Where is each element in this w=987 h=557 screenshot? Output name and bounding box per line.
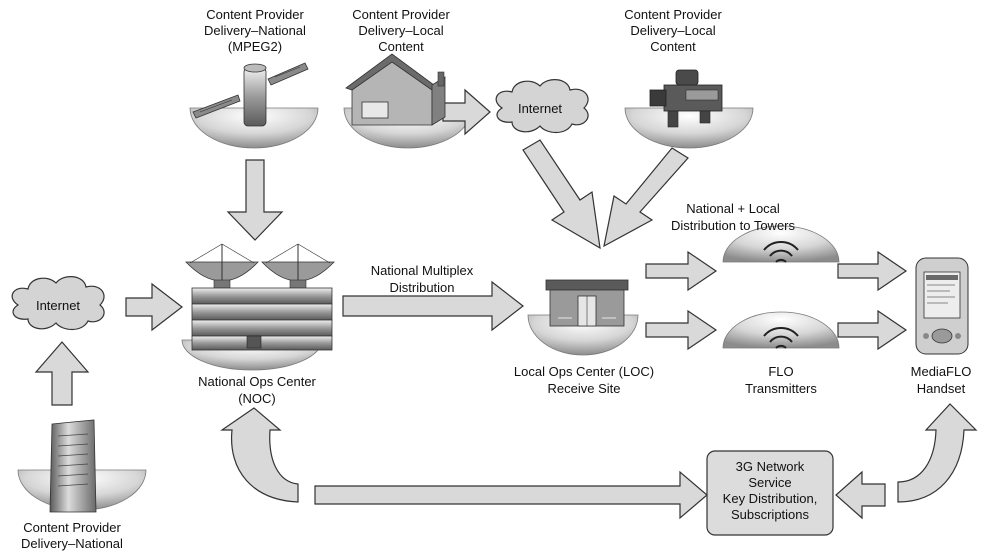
arrow-internet-to-loc — [522, 139, 601, 250]
arrow-internet-left-to-noc — [125, 282, 183, 332]
internet-cloud-left-label: Internet — [36, 298, 80, 313]
wireless-signal-icon — [763, 240, 799, 263]
label-noc: National Ops Center (NOC) — [198, 374, 316, 406]
arrow-noc-to-network — [314, 470, 708, 520]
network-box-line-4: Subscriptions — [731, 507, 810, 522]
label-loc: Local Ops Center (LOC) Receive Site — [514, 364, 654, 396]
label-cp-local-house: Content Provider Delivery–Local Content — [352, 7, 450, 54]
internet-cloud-top: Internet — [495, 79, 589, 134]
label-flo: FLO Transmitters — [745, 364, 817, 396]
label-loc-line-2: Receive Site — [548, 381, 621, 396]
label-cp-local-camera-line-1: Content Provider — [624, 7, 722, 22]
satellite-dish-icon — [185, 243, 335, 289]
network-box-line-1: 3G Network — [736, 459, 805, 474]
network-box-line-3: Key Distribution, — [723, 491, 818, 506]
arrow-camera-to-loc — [603, 147, 689, 248]
arrow-loc-to-flo-lower — [645, 309, 718, 351]
label-national-local-towers: National + Local Distribution to Towers — [671, 201, 796, 233]
label-cp-local-camera-line-3: Content — [650, 39, 696, 54]
label-cp-national-top-line-1: Content Provider — [206, 7, 304, 22]
network-box-line-2: Service — [748, 475, 791, 490]
video-camera-icon — [649, 69, 723, 128]
arrow-handset-to-network — [835, 470, 886, 520]
label-handset-line-1: MediaFLO — [911, 364, 972, 379]
label-flo-line-2: Transmitters — [745, 381, 817, 396]
label-national-multiplex: National Multiplex Distribution — [371, 263, 474, 295]
label-handset-line-2: Handset — [917, 381, 966, 396]
internet-cloud-top-label: Internet — [518, 101, 562, 116]
label-cp-local-camera: Content Provider Delivery–Local Content — [624, 7, 722, 54]
label-noc-line-2: (NOC) — [238, 391, 276, 406]
house-icon — [345, 53, 446, 126]
flo-dome-upper — [722, 225, 840, 263]
label-flo-line-1: FLO — [768, 364, 793, 379]
label-cp-national-bottom-line-1: Content Provider — [23, 520, 121, 535]
wireless-signal-icon — [763, 326, 799, 349]
label-cp-national-bottom-line-2: Delivery–National — [21, 536, 123, 551]
arrow-flo-upper-to-handset — [837, 250, 908, 292]
satellite-icon — [192, 62, 309, 127]
label-noc-line-1: National Ops Center — [198, 374, 316, 389]
arrow-server-to-internet — [34, 341, 90, 406]
handset-icon — [915, 257, 969, 355]
arrow-house-to-internet — [442, 88, 491, 136]
camera-dome — [624, 107, 754, 149]
arrow-curve-to-handset — [897, 403, 978, 503]
label-cp-national-bottom: Content Provider Delivery–National — [21, 520, 123, 551]
flo-dome-lower — [722, 311, 840, 349]
label-cp-national-top: Content Provider Delivery–National (MPEG… — [204, 7, 306, 54]
label-cp-local-house-line-3: Content — [378, 39, 424, 54]
building-icon — [545, 279, 629, 327]
label-multiplex-line-2: Distribution — [389, 280, 454, 295]
arrow-flo-lower-to-handset — [837, 309, 908, 351]
noc-building-icon — [191, 287, 333, 351]
label-loc-line-1: Local Ops Center (LOC) — [514, 364, 654, 379]
arrow-noc-to-loc — [342, 280, 524, 332]
satellite-dome — [189, 107, 319, 149]
internet-cloud-left: Internet — [11, 276, 105, 331]
arrow-curve-to-noc — [220, 407, 299, 503]
label-cp-national-top-line-2: Delivery–National — [204, 23, 306, 38]
label-cp-local-house-line-1: Content Provider — [352, 7, 450, 22]
label-cp-local-camera-line-2: Delivery–Local — [630, 23, 715, 38]
server-tower-icon — [49, 419, 97, 513]
label-handset: MediaFLO Handset — [911, 364, 972, 396]
network-service-box: 3G Network Service Key Distribution, Sub… — [706, 450, 834, 536]
label-towers-line-2: Distribution to Towers — [671, 218, 796, 233]
label-towers-line-1: National + Local — [686, 201, 780, 216]
arrow-satellite-to-noc — [226, 159, 284, 241]
label-multiplex-line-1: National Multiplex — [371, 263, 474, 278]
label-cp-local-house-line-2: Delivery–Local — [358, 23, 443, 38]
arrow-loc-to-flo-upper — [645, 250, 718, 292]
label-cp-national-top-line-3: (MPEG2) — [228, 39, 282, 54]
